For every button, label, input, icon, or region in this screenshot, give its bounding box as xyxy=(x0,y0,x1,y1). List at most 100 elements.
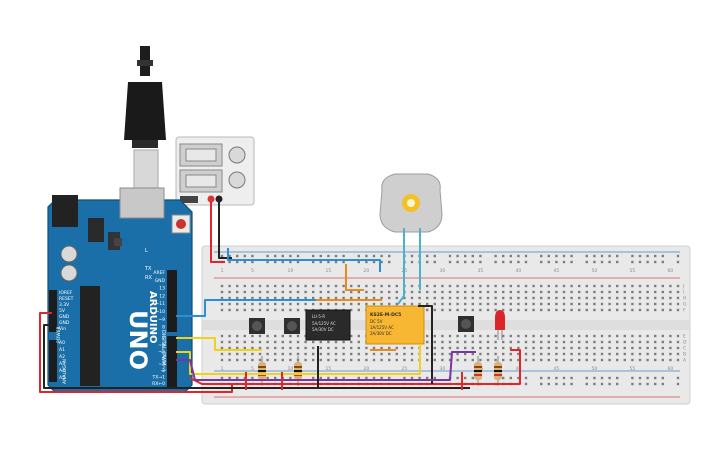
relay-yellow[interactable]: KS2E-M-DC5 DC 5V 1A/125V AC 2A/30V DC xyxy=(365,305,425,345)
power-supply-module[interactable] xyxy=(175,136,255,206)
column-number: 60 xyxy=(668,366,674,372)
row-letter: B xyxy=(683,352,686,358)
relay-yellow-line2: DC 5V xyxy=(370,319,383,324)
column-number: 50 xyxy=(592,268,598,274)
column-number: 60 xyxy=(668,268,674,274)
atmega-chip xyxy=(80,286,100,386)
wire-blue-top[interactable] xyxy=(227,248,381,272)
column-number: 30 xyxy=(440,366,446,372)
pin-label: A3 xyxy=(59,361,65,367)
wires xyxy=(39,202,521,393)
pin-label: 13 xyxy=(159,286,165,292)
column-number: 40 xyxy=(516,366,522,372)
red-led[interactable] xyxy=(495,310,505,340)
pin-label: 5V xyxy=(59,308,66,314)
relay-black[interactable]: LU-5-R 5A/125V AC 5A/30V DC xyxy=(305,309,351,341)
column-number: 20 xyxy=(364,268,370,274)
column-number: 30 xyxy=(440,268,446,274)
analog-header xyxy=(49,340,57,382)
pin-label: ~9 xyxy=(158,317,165,323)
wire-black-gnd[interactable] xyxy=(43,324,470,389)
pin-label: GND xyxy=(155,278,166,284)
wire-black-relay[interactable] xyxy=(418,305,433,384)
row-letter: H xyxy=(683,296,686,302)
dc-motor[interactable] xyxy=(379,173,443,233)
column-number: 5 xyxy=(251,366,254,372)
column-number: 55 xyxy=(630,268,636,274)
capacitor-1 xyxy=(60,245,78,263)
row-letter: A xyxy=(683,358,687,364)
pin-label: A2 xyxy=(59,354,65,360)
pin-label: A1 xyxy=(59,347,65,353)
pin-label: A5 xyxy=(59,375,65,381)
pin-label: Vin xyxy=(59,326,66,332)
resistor-3[interactable] xyxy=(474,356,482,386)
column-number: 55 xyxy=(630,366,636,372)
column-number: 10 xyxy=(288,366,294,372)
wire-yellow-pin7[interactable] xyxy=(176,337,262,351)
relay-black-line3: 5A/30V DC xyxy=(312,327,334,332)
analog-label: ANALOG IN xyxy=(62,359,68,384)
relay-yellow-line1: KS2E-M-DC5 xyxy=(370,312,401,318)
column-number: 25 xyxy=(402,366,408,372)
pin-label: 12 xyxy=(159,293,165,299)
column-number: 15 xyxy=(326,366,332,372)
wire-teal-motor[interactable] xyxy=(397,228,405,305)
column-number: 40 xyxy=(516,268,522,274)
breadboard-column-numbers: 1155101015152020252530303535404045455050… xyxy=(221,268,674,372)
digital-header-bottom xyxy=(167,336,177,388)
row-letter: D xyxy=(683,340,687,346)
power-label: POWER xyxy=(56,326,62,343)
column-number: 10 xyxy=(288,268,294,274)
column-number: 20 xyxy=(364,366,370,372)
rx-label: RX xyxy=(145,275,152,281)
relay-yellow-line4: 2A/30V DC xyxy=(370,331,392,336)
wire-yellow-long[interactable] xyxy=(176,344,421,375)
pin-label: 4 xyxy=(162,355,165,361)
push-button-3[interactable] xyxy=(458,316,474,332)
arduino-uno-board[interactable]: ARDUINO UNO DIGITAL (PWM~) POWER ANALOG … xyxy=(47,187,193,393)
pin-label: ~10 xyxy=(156,309,166,315)
arduino-model: UNO xyxy=(124,310,152,370)
pin-label: RESET xyxy=(59,296,74,302)
wire-red-main[interactable] xyxy=(189,349,521,385)
wire-orange-top[interactable] xyxy=(345,264,364,291)
row-letter: F xyxy=(683,308,686,314)
pin-label: GND xyxy=(59,314,70,320)
column-number: 45 xyxy=(554,268,560,274)
wire-blue-pin9[interactable] xyxy=(176,299,372,317)
usb-port xyxy=(119,187,165,219)
digital-label: DIGITAL (PWM~) xyxy=(160,330,166,372)
wire-red-supply[interactable] xyxy=(210,202,225,263)
row-letter: I xyxy=(683,290,684,296)
resistor-4[interactable] xyxy=(494,356,502,386)
column-number: 50 xyxy=(592,366,598,372)
relay-black-line2: 5A/125V AC xyxy=(312,321,336,326)
capacitor-2 xyxy=(60,264,78,282)
pin-label: 3.3V xyxy=(59,302,70,308)
pin-label: 8 xyxy=(162,325,165,331)
column-number: 35 xyxy=(478,268,484,274)
pin-label: ~11 xyxy=(156,301,166,307)
column-number: 5 xyxy=(251,268,254,274)
power-header xyxy=(49,290,57,332)
pin-label: ~6 xyxy=(158,342,165,348)
pin-label: AREF xyxy=(153,270,165,276)
relay-yellow-line3: 1A/125V AC xyxy=(370,325,394,330)
push-button-1[interactable] xyxy=(249,318,265,334)
pin-label: TX→1 xyxy=(152,374,166,380)
column-number: 15 xyxy=(326,268,332,274)
usb-cable xyxy=(124,46,166,189)
push-button-2[interactable] xyxy=(284,318,300,334)
pin-label: RX←0 xyxy=(152,381,165,387)
pin-label: 7 xyxy=(162,336,165,342)
tx-label: TX xyxy=(144,266,152,272)
wire-purple-pin3[interactable] xyxy=(176,351,476,381)
relay-black-line1: LU-5-R xyxy=(312,314,325,319)
wire-red-5v[interactable] xyxy=(39,312,233,393)
